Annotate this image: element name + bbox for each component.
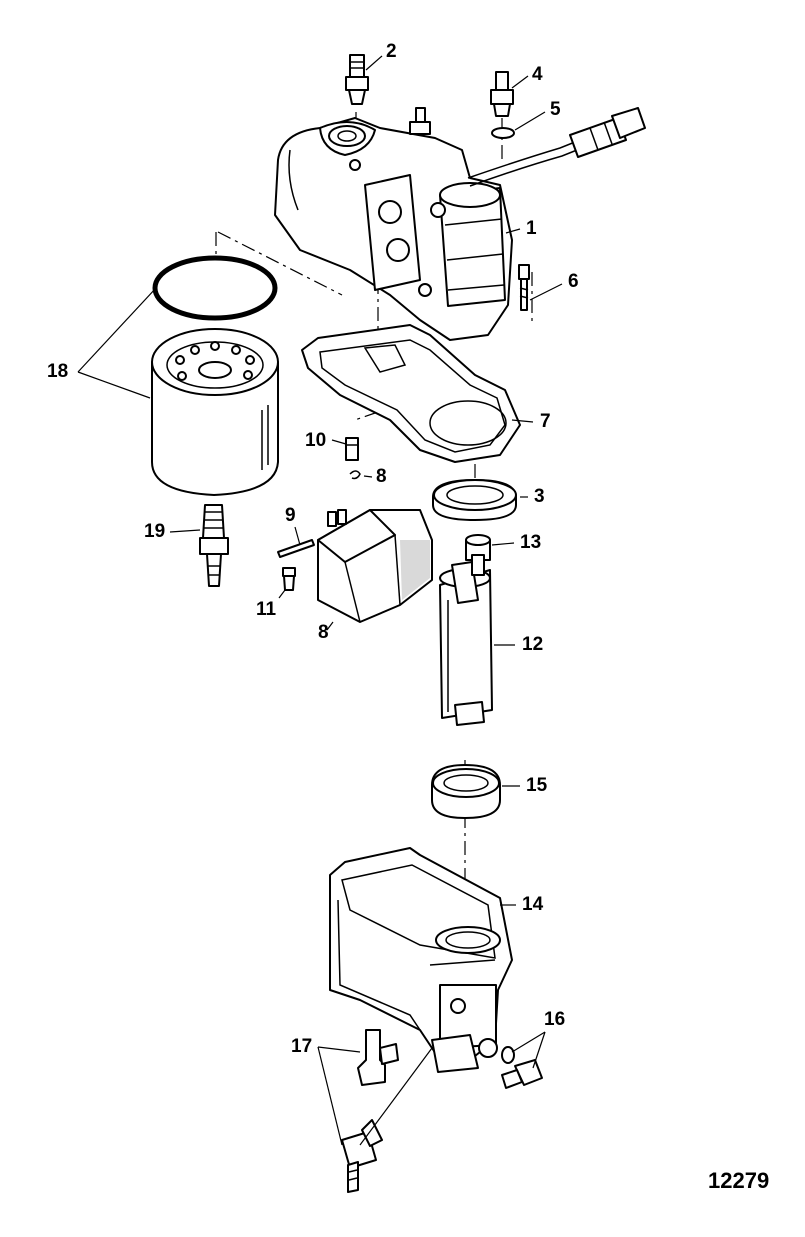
callout-3: 3 [534,486,545,507]
part-8-cover [317,509,433,623]
callout-14: 14 [522,894,544,915]
callout-18: 18 [47,361,68,382]
part-16-plug [501,1046,543,1089]
part-18-fuel-filter [151,255,279,496]
part-17-elbow-fittings [341,1029,399,1193]
part-3-seal [432,479,517,521]
part-1-pump-head-assembly [274,107,646,341]
callout-4: 4 [532,64,543,85]
part-8-clip [349,470,361,480]
part-10-fitting [345,437,359,461]
part-5-o-ring [491,127,515,139]
part-19-fitting [199,504,229,587]
reference-number: 12279 [708,1168,769,1193]
part-7-gasket [301,324,521,463]
part-12-fuel-pump [439,554,493,726]
callout-5: 5 [550,99,561,120]
callout-6: 6 [568,271,579,292]
callout-9: 9 [285,505,296,526]
part-11-screw [282,567,296,591]
callout-1: 1 [526,218,537,239]
callout-10: 10 [305,430,326,451]
callout-7: 7 [540,411,551,432]
part-9-pin [277,539,315,558]
callout-2: 2 [386,41,397,62]
part-15-seal [431,764,501,819]
callout-8-clip: 8 [376,466,387,487]
callout-13: 13 [520,532,541,553]
part-4-fitting [490,71,514,117]
callout-11: 11 [256,599,277,620]
callout-17: 17 [291,1036,312,1057]
callout-labels: 1 2 3 4 5 6 7 8 8 9 10 11 12 13 14 15 16… [47,41,579,1057]
part-14-housing [329,847,513,1073]
callout-12: 12 [522,634,543,655]
callout-8-cover: 8 [318,622,329,643]
leader-lines [77,55,563,1146]
part-6-screw [518,264,530,311]
callout-19: 19 [144,521,165,542]
callout-16: 16 [544,1009,565,1030]
part-2-bolt [345,54,369,105]
callout-15: 15 [526,775,548,796]
